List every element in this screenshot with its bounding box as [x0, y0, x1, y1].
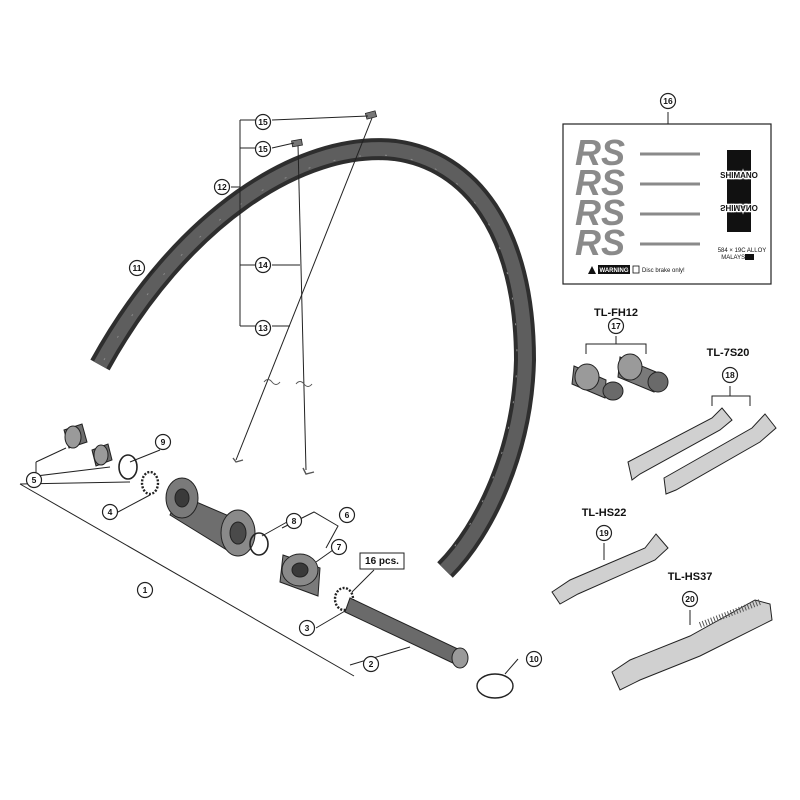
callout-3: 3 — [298, 619, 316, 637]
callout-16: 16 — [659, 92, 677, 110]
svg-text:17: 17 — [611, 321, 621, 331]
tool-label-tl-7s20: TL-7S20 — [707, 347, 750, 359]
callout-19: 19 — [595, 524, 613, 542]
svg-text:2: 2 — [369, 659, 374, 669]
svg-text:14: 14 — [258, 260, 268, 270]
svg-text:11: 11 — [133, 263, 142, 273]
svg-text:6: 6 — [345, 510, 350, 520]
rim — [90, 138, 537, 578]
svg-text:16 pcs.: 16 pcs. — [365, 556, 399, 567]
svg-text:20: 20 — [685, 594, 695, 604]
tool-label-tl-hs37: TL-HS37 — [668, 571, 713, 583]
spec-line-1: 584 × 19C ALLOY — [718, 248, 767, 254]
svg-text:9: 9 — [161, 437, 166, 447]
callout-7: 7 — [330, 538, 348, 556]
callout-5: 5 — [25, 471, 43, 489]
brand-label: SHIMANO — [720, 171, 758, 180]
svg-text:15: 15 — [258, 117, 268, 127]
callout-13: 13 — [254, 319, 272, 337]
washers — [118, 454, 160, 496]
callout-10: 10 — [525, 650, 543, 668]
warning-label: WARNING — [600, 268, 629, 274]
warning-text: Disc brake only! — [642, 268, 685, 274]
rs-logo-3: RS — [575, 192, 625, 233]
callout-1: 1 — [136, 581, 154, 599]
hub-shell — [165, 477, 256, 557]
callout-20: 20 — [681, 590, 699, 608]
o-ring — [476, 673, 514, 699]
rs-logo-1: RS — [575, 132, 625, 173]
rs-logo-4: RS — [575, 222, 625, 263]
quantity-note: 16 pcs. — [359, 552, 405, 570]
callout-12: 12 — [213, 178, 231, 196]
svg-text:16: 16 — [663, 96, 673, 106]
svg-text:1: 1 — [143, 585, 148, 595]
hub-leaders — [19, 447, 519, 677]
svg-text:10: 10 — [529, 654, 539, 664]
callout-9: 9 — [154, 433, 172, 451]
svg-text:3: 3 — [305, 623, 310, 633]
tool-tl-hs37: TL-HS37 — [611, 571, 773, 691]
freehub-body — [279, 553, 321, 597]
washer-8 — [249, 532, 269, 556]
svg-text:15: 15 — [258, 144, 268, 154]
tool-label-tl-fh12: TL-FH12 — [594, 307, 638, 319]
svg-text:13: 13 — [258, 323, 268, 333]
tool-tl-fh12: TL-FH12 — [571, 307, 669, 401]
callout-15a: 15 — [254, 113, 272, 131]
brand-label-mirrored: SHIMANO — [720, 203, 758, 212]
svg-text:4: 4 — [108, 507, 113, 517]
svg-text:5: 5 — [32, 475, 37, 485]
callout-18: 18 — [721, 366, 739, 384]
tool-tl-hs22: TL-HS22 — [551, 507, 669, 605]
svg-text:12: 12 — [217, 182, 227, 192]
tool-label-tl-hs22: TL-HS22 — [582, 507, 627, 519]
svg-text:19: 19 — [599, 528, 609, 538]
end-caps — [63, 423, 113, 467]
callout-15b: 15 — [254, 140, 272, 158]
callout-14: 14 — [254, 256, 272, 274]
callout-2: 2 — [362, 655, 380, 673]
svg-text:8: 8 — [292, 516, 297, 526]
axle — [344, 597, 469, 669]
spokes — [232, 117, 373, 475]
spoke-set-bracket — [147, 115, 369, 327]
callout-6: 6 — [338, 506, 356, 524]
callout-11: 11 — [128, 259, 146, 277]
spec-line-2: MALAYSIA — [721, 255, 751, 261]
decal-sheet: RS RS RS RS SHIMANO SHIMANO 584 × 19C AL… — [562, 112, 772, 285]
svg-text:18: 18 — [725, 370, 735, 380]
rs-logo-2: RS — [575, 162, 625, 203]
callout-4: 4 — [101, 503, 119, 521]
callout-8: 8 — [285, 512, 303, 530]
callout-17: 17 — [607, 317, 625, 335]
spoke-nipples — [291, 110, 378, 148]
tool-tl-7s20: TL-7S20 — [627, 347, 777, 495]
svg-text:7: 7 — [337, 542, 342, 552]
